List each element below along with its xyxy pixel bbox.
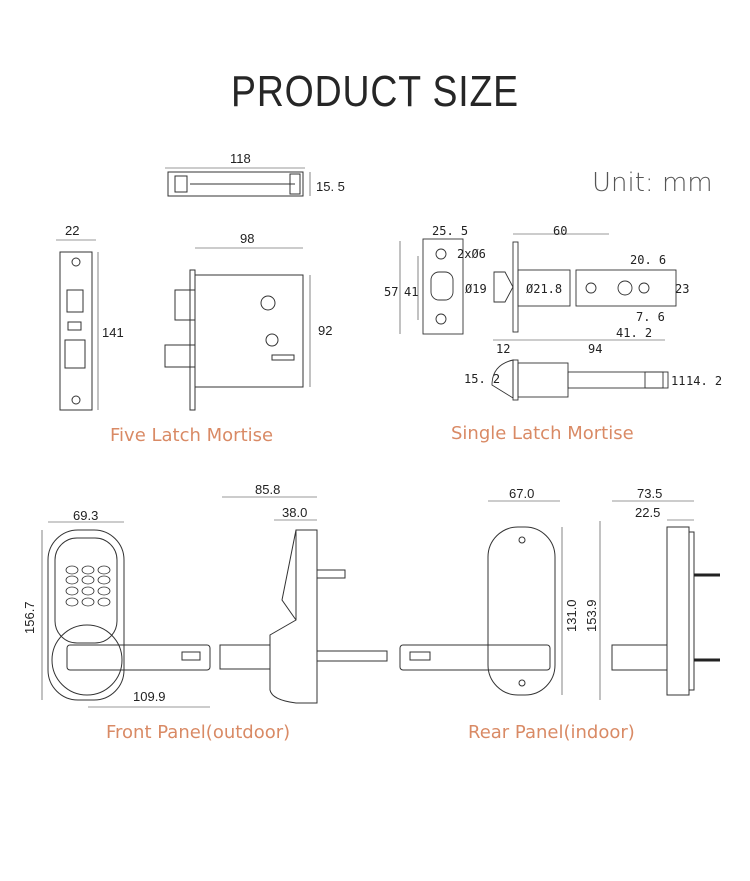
page-title: PRODUCT SIZE	[231, 67, 519, 116]
dim-15-2: 15. 2	[464, 372, 501, 386]
dim-rear-height: 153.9	[584, 599, 599, 632]
dim-11: 11	[671, 374, 686, 388]
dim-12: 12	[496, 342, 511, 356]
rear-side-view-drawing	[611, 500, 720, 696]
single-latch-drawing	[399, 233, 677, 401]
dim-rear-body-depth: 22.5	[635, 505, 661, 520]
dim-tube-dia: Ø21.8	[526, 282, 563, 296]
dim-94: 94	[588, 342, 603, 356]
latch-top-view	[165, 167, 311, 197]
dim-latch-length: 118	[230, 151, 251, 166]
caption-front-panel: Front Panel(outdoor)	[106, 722, 291, 743]
dim-rear-inner-height: 131.0	[564, 599, 579, 632]
dim-rear-depth: 73.5	[637, 486, 663, 501]
mortise-body-drawing	[164, 247, 311, 411]
caption-single-latch: Single Latch Mortise	[451, 423, 634, 444]
dim-holes: 2xØ6	[457, 247, 486, 261]
dim-front-height: 156.7	[22, 601, 37, 634]
dim-bolt-dia: Ø19	[465, 282, 487, 296]
dim-7-6: 7. 6	[636, 310, 665, 324]
front-panel-drawing	[41, 521, 211, 708]
dim-60: 60	[553, 224, 568, 238]
dim-faceplate-width: 22	[65, 223, 80, 238]
dim-20-6: 20. 6	[630, 253, 667, 267]
caption-rear-panel: Rear Panel(indoor)	[468, 722, 635, 743]
dim-front-depth: 85.8	[255, 482, 281, 497]
dim-latch-height: 15. 5	[316, 179, 345, 194]
dim-body-height: 92	[318, 323, 333, 338]
dim-41-2: 41. 2	[616, 326, 653, 340]
caption-five-latch: Five Latch Mortise	[110, 425, 274, 446]
dim-faceplate-height: 141	[102, 325, 124, 340]
front-side-view-drawing	[219, 496, 388, 704]
faceplate-drawing	[56, 239, 99, 411]
dim-14-2: 14. 2	[686, 374, 723, 388]
dim-rear-width: 67.0	[509, 486, 535, 501]
rear-panel-drawing	[399, 500, 601, 700]
keypad-drawing	[65, 565, 111, 607]
unit-label: Unit: mm	[592, 168, 713, 198]
dim-front-body-depth: 38.0	[282, 505, 308, 520]
dim-front-lever: 109.9	[133, 689, 166, 704]
dim-body-width: 98	[240, 231, 255, 246]
dim-plate-width: 25. 5	[432, 224, 469, 238]
dim-plate-height: 57	[384, 285, 399, 299]
dim-front-width: 69.3	[73, 508, 99, 523]
dim-hole-spacing: 41	[404, 285, 419, 299]
dim-23: 23	[675, 282, 690, 296]
